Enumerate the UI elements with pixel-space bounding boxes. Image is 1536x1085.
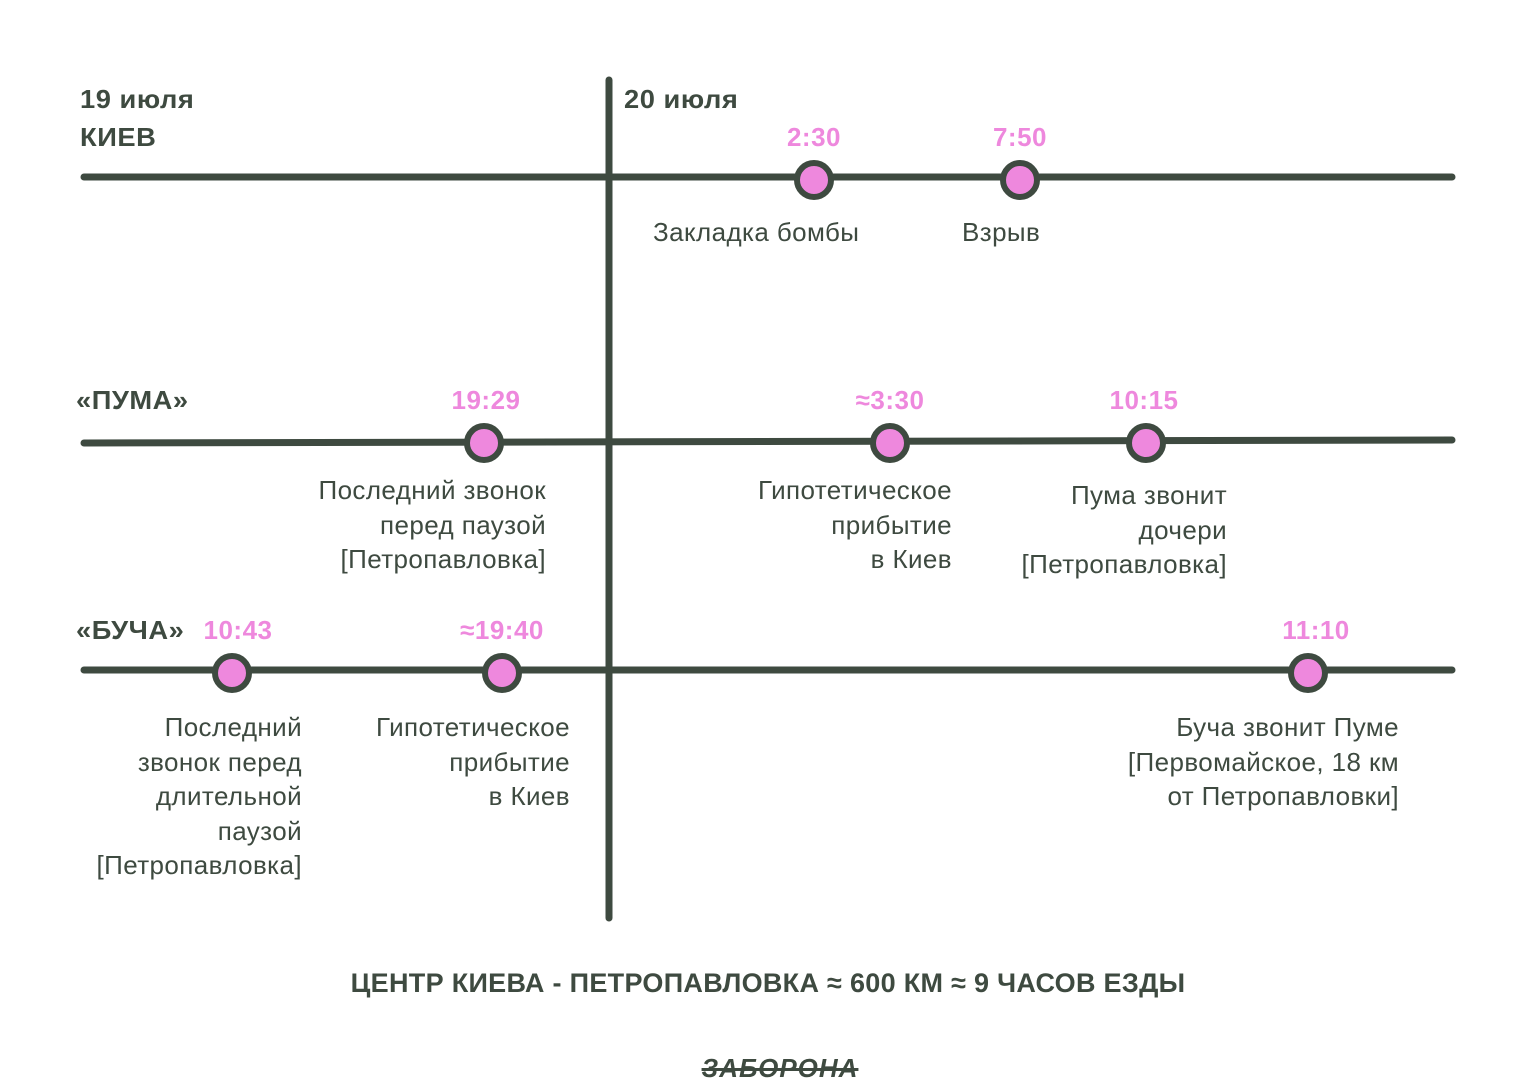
event-marker-bucha-calls-puma	[1288, 653, 1328, 693]
event-time: ≈19:40	[460, 615, 544, 645]
event-time: ≈3:30	[855, 385, 925, 415]
event-caption: Взрыв	[962, 217, 1041, 247]
event-marker-puma-last-call	[464, 423, 504, 463]
date-label-right: 20 июля	[624, 84, 739, 114]
row-name-kiev: КИЕВ	[80, 122, 157, 152]
event-marker-puma-arrival	[870, 423, 910, 463]
event-time: 11:10	[1282, 615, 1350, 645]
distance-note: ЦЕНТР КИЕВА - ПЕТРОПАВЛОВКА ≈ 600 КМ ≈ 9…	[350, 968, 1186, 998]
row-name-puma: «ПУМА»	[76, 385, 189, 415]
event-time: 7:50	[992, 122, 1048, 152]
event-time: 19:29	[451, 385, 521, 415]
event-marker-bucha-last-call	[212, 653, 252, 693]
row-name-bucha: «БУЧА»	[76, 615, 185, 645]
row-line-puma	[80, 436, 1456, 447]
event-marker-bucha-arrival	[482, 653, 522, 693]
event-time: 10:43	[203, 615, 273, 645]
event-marker-puma-calls-daughter	[1126, 423, 1166, 463]
date-label-left: 19 июля	[80, 84, 195, 114]
brand-logo: ЗАБОРОНА	[701, 1053, 859, 1083]
event-marker-kiev-explosion	[1000, 160, 1040, 200]
event-time: 2:30	[786, 122, 842, 152]
event-caption: Закладка бомбы	[653, 217, 860, 247]
event-marker-kiev-bomb	[794, 160, 834, 200]
event-time: 10:15	[1109, 385, 1179, 415]
